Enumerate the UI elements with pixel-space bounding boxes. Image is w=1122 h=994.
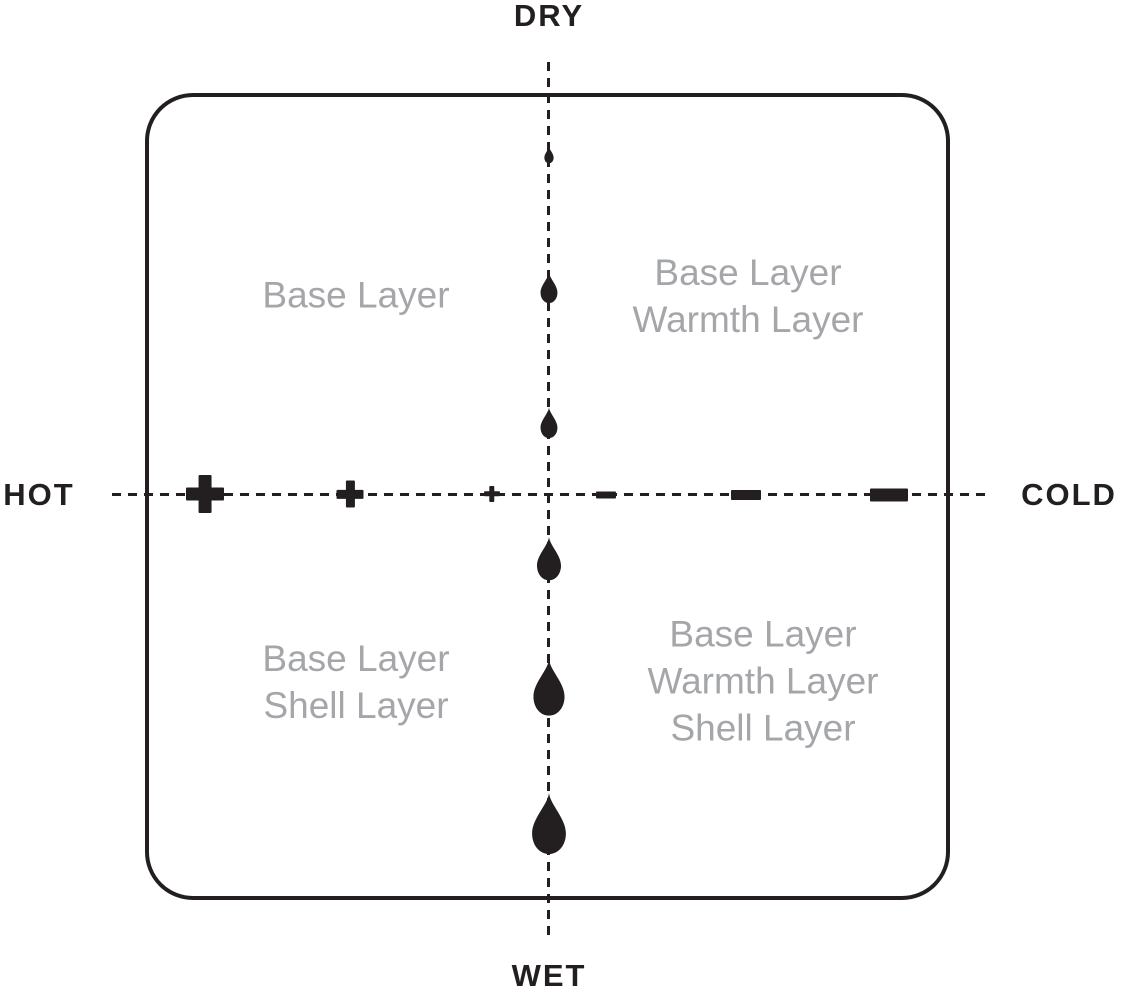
quadrant-label-line: Base Layer: [262, 638, 450, 679]
axis-label-cold: COLD: [1021, 477, 1117, 512]
quadrant-label-line: Base Layer: [262, 274, 450, 316]
quadrant-cold-dry: Base Layer Warmth Layer: [633, 249, 864, 343]
quadrant-hot-wet: Base Layer Shell Layer: [262, 635, 449, 729]
quadrant-label-line: Warmth Layer: [647, 660, 879, 702]
quadrant-label-line: Shell Layer: [263, 685, 449, 726]
plus-icon-lg: [186, 475, 224, 513]
minus-icon-sm: [596, 491, 616, 499]
quadrant-label-line: Base Layer: [669, 613, 857, 655]
plus-icon-sm: [484, 486, 500, 502]
minus-icon-lg: [870, 488, 908, 502]
quadrant-label-line: Base Layer: [654, 252, 842, 293]
quadrant-label-line: Shell Layer: [670, 707, 856, 749]
droplet-icon-xxl: [526, 793, 572, 855]
plus-icon-md: [337, 481, 364, 508]
droplet-icon-m: [538, 407, 561, 439]
axis-label-dry: DRY: [513, 0, 585, 33]
minus-icon-md: [731, 490, 761, 500]
droplet-icon-s: [538, 272, 561, 304]
droplet-icon-xl: [528, 659, 570, 717]
moisture-axis-dashed-line: [547, 62, 550, 935]
droplet-icon-xs: [543, 146, 556, 164]
temperature-axis-dashed-line: [112, 493, 990, 496]
quadrant-hot-dry: Base Layer: [262, 272, 449, 319]
axis-label-hot: HOT: [3, 477, 75, 512]
droplet-icon-l: [533, 537, 565, 581]
axis-label-wet: WET: [511, 958, 587, 993]
quadrant-label-line: Warmth Layer: [632, 299, 864, 340]
quadrant-cold-wet: Base Layer Warmth Layer Shell Layer: [648, 611, 879, 752]
